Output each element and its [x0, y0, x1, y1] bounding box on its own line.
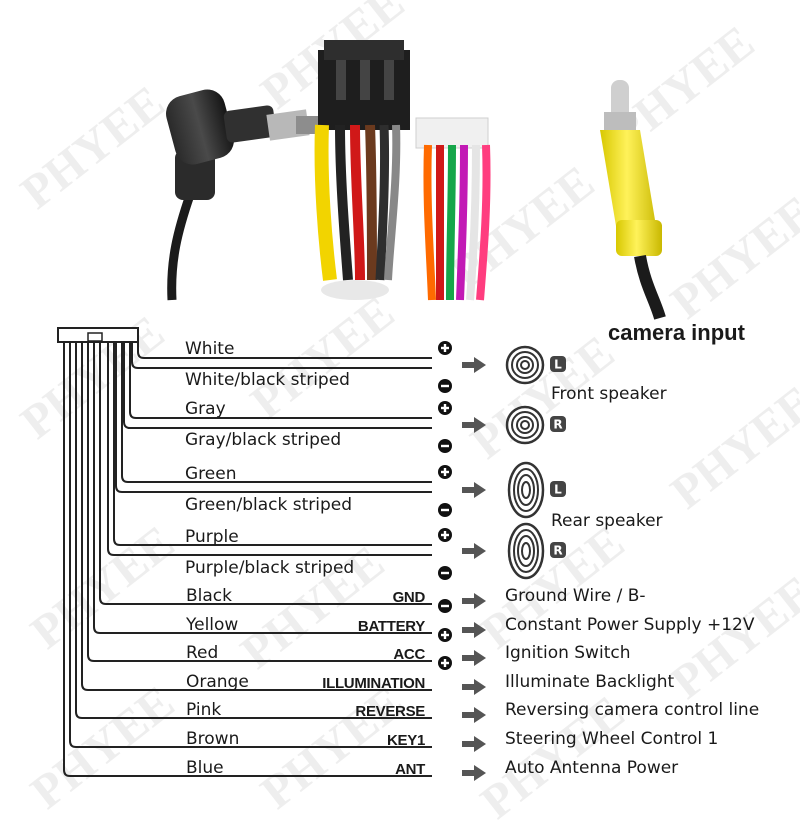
arrow-right-icon — [462, 736, 486, 752]
wire-function-label: ILLUMINATION — [322, 675, 425, 692]
wire-function-label: KEY1 — [387, 732, 425, 749]
function-wire-4 — [81, 342, 432, 691]
wire-description: Auto Antenna Power — [505, 758, 679, 778]
watermark: PHYEE — [21, 675, 185, 820]
wire-color-label: Pink — [186, 700, 222, 720]
camera-input-label: camera input — [608, 320, 745, 345]
minus-icon — [438, 379, 452, 393]
speaker-wire-label: Green — [185, 464, 237, 484]
wire-description: Ground Wire / B- — [505, 586, 646, 606]
front-speaker-label: Front speaker — [551, 384, 667, 404]
left-channel-badge: L — [550, 481, 566, 497]
plus-icon — [438, 528, 452, 542]
arrow-right-icon — [462, 765, 486, 781]
svg-text:L: L — [554, 358, 562, 372]
arrow-right-icon — [462, 622, 486, 638]
right-channel-badge: R — [550, 542, 566, 558]
speaker-wire-label: White/black striped — [185, 370, 350, 390]
rca-camera-plug-icon — [600, 80, 666, 320]
svg-text:L: L — [554, 483, 562, 497]
wire-function-label: REVERSE — [355, 703, 425, 720]
wire-function-label: ACC — [393, 646, 425, 663]
watermark: PHYEE — [21, 515, 185, 660]
plus-icon — [438, 401, 452, 415]
wire-function-label: BATTERY — [357, 618, 425, 635]
minus-icon — [438, 439, 452, 453]
harness-photo — [166, 40, 666, 320]
left-channel-badge: L — [550, 356, 566, 372]
plus-icon — [438, 628, 452, 642]
svg-text:R: R — [553, 418, 562, 432]
watermark: PHYEE — [11, 305, 175, 450]
antenna-plug-icon — [166, 89, 318, 301]
watermark: PHYEE — [661, 375, 800, 520]
arrow-right-icon — [462, 417, 486, 433]
wire-function-label: GND — [392, 589, 426, 606]
wire-color-label: Red — [186, 643, 219, 663]
speaker-wire-label: Purple — [185, 527, 239, 547]
right-channel-badge: R — [550, 416, 566, 432]
wire-color-label: Yellow — [186, 615, 239, 635]
speaker-wire-1 — [137, 342, 432, 359]
wire-color-label: Black — [186, 586, 232, 606]
svg-text:R: R — [553, 544, 562, 558]
wire-description: Constant Power Supply +12V — [505, 615, 755, 635]
arrow-right-icon — [462, 543, 486, 559]
plus-icon — [438, 656, 452, 670]
minus-icon — [438, 599, 452, 613]
rear-speaker-icon — [507, 522, 545, 580]
wire-color-label: Orange — [186, 672, 249, 692]
wire-description: Illuminate Backlight — [505, 672, 675, 692]
minus-icon — [438, 566, 452, 580]
watermark: PHYEE — [661, 565, 800, 710]
plus-icon — [438, 465, 452, 479]
speaker-wire-5 — [121, 342, 432, 483]
wire-color-label: Brown — [186, 729, 240, 749]
front-speaker-icon — [505, 405, 545, 445]
wire-description: Reversing camera control line — [505, 700, 760, 720]
wire-color-label: Blue — [186, 758, 224, 778]
rear-speaker-icon — [507, 461, 545, 519]
plus-icon — [438, 341, 452, 355]
wire-description: Steering Wheel Control 1 — [505, 729, 719, 749]
arrow-right-icon — [462, 679, 486, 695]
speaker-wire-label: Green/black striped — [185, 495, 353, 515]
main-connector-icon — [314, 40, 410, 300]
wire-function-label: ANT — [395, 761, 425, 778]
minus-icon — [438, 503, 452, 517]
speaker-connector-icon — [415, 117, 491, 301]
arrow-right-icon — [462, 482, 486, 498]
arrow-right-icon — [462, 650, 486, 666]
rear-speaker-label: Rear speaker — [551, 511, 663, 531]
arrow-right-icon — [462, 707, 486, 723]
speaker-wire-label: White — [185, 339, 235, 359]
arrow-right-icon — [462, 357, 486, 373]
wire-description: Ignition Switch — [505, 643, 631, 663]
speaker-wire-label: Gray — [185, 399, 226, 419]
harness-connector-icon — [57, 327, 139, 343]
speaker-wire-6 — [115, 342, 432, 493]
speaker-wire-2 — [131, 342, 432, 369]
front-speaker-icon — [505, 345, 545, 385]
speaker-wire-label: Purple/black striped — [185, 558, 355, 578]
speaker-wire-label: Gray/black striped — [185, 430, 342, 450]
arrow-right-icon — [462, 593, 486, 609]
